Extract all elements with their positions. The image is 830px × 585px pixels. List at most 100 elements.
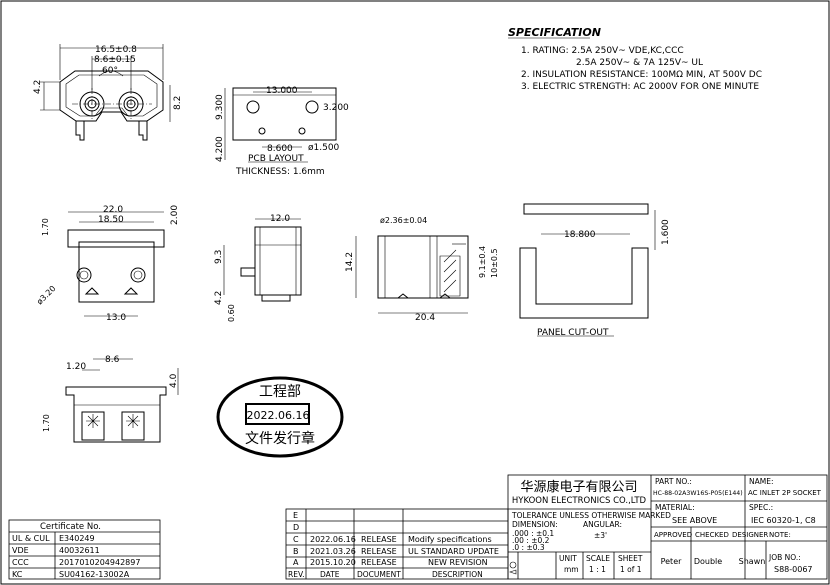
section-hatch — [443, 249, 457, 293]
sheet-value: 1 of 1 — [620, 565, 642, 574]
cert-row-4-no: SU04162-13002A — [59, 570, 130, 579]
certificate-table: Certificate No. UL & CUL E340249 VDE 400… — [8, 519, 161, 580]
material-label: MATERIAL: — [655, 503, 695, 512]
pcb-dim-8600: 8.600 — [267, 144, 293, 154]
release-stamp: 工程部 2022.06.16 文件发行章 — [216, 376, 344, 458]
dim-arc-60 — [98, 70, 124, 77]
pcb-dim-9300: 9.300 — [215, 94, 225, 120]
cert-row-3-no: 2017010204942897 — [59, 558, 140, 567]
front-pin-right — [138, 121, 148, 141]
bottom-hole-right-inner — [133, 270, 143, 280]
small-dim-8.6-text: 8.6 — [105, 355, 120, 365]
spec-item-3: 3. ELECTRIC STRENGTH: AC 2000V FOR ONE M… — [521, 82, 759, 92]
side-tab — [240, 267, 256, 277]
spec-item-2: 2. INSULATION RESISTANCE: 100MΩ MIN, AT … — [521, 70, 762, 80]
section-dim-2.36: ø2.36±0.04 — [380, 216, 427, 225]
small-terminal-right — [121, 411, 145, 441]
small-terminal-left-detail — [86, 414, 100, 428]
panel-dim-1600: 1.600 — [661, 219, 671, 245]
section-view: ø2.36±0.04 14.2 9.1±0.4 10±0.5 20.4 — [345, 216, 499, 323]
small-dim-1.20: 1.20 — [66, 362, 86, 372]
pcb-thickness: THICKNESS: 1.6mm — [235, 167, 325, 177]
rev-table-frame — [285, 508, 509, 580]
dim-16.5: 16.5±0.8 — [95, 45, 137, 55]
section-dim-9.1: 9.1±0.4 — [478, 246, 487, 278]
section-pin-left — [396, 293, 410, 299]
bottom-flange — [67, 229, 165, 248]
note-label: NOTE: — [769, 531, 791, 539]
section-dim-10: 10±0.5 — [490, 248, 499, 278]
pcb-dim-1500: ø1.500 — [308, 143, 340, 153]
spec-item-1: 1. RATING: 2.5A 250V~ VDE,KC,CCC — [521, 46, 684, 56]
rev-e: E — [293, 511, 298, 520]
front-pin-left — [75, 121, 85, 141]
side-dim-12.0: 12.0 — [270, 214, 290, 224]
cert-row-1-no: E340249 — [59, 534, 95, 543]
material-value: SEE ABOVE — [672, 516, 717, 525]
rev-header-desc: DESCRIPTION — [432, 570, 483, 579]
approved-label: APPROVED — [654, 531, 692, 539]
unit-value: mm — [564, 565, 579, 574]
front-body-inner — [65, 74, 158, 117]
small-view: 8.6 1.20 4.0 1.70 — [42, 355, 179, 443]
job-no-value: S88-0067 — [774, 565, 813, 574]
company-name-cn: 华源康电子有限公司 — [520, 479, 637, 495]
cert-row-2-type: VDE — [12, 546, 29, 555]
side-dim-9.3-text: 9.3 — [214, 250, 224, 264]
pcb-layout: 9.300 13.000 3.200 4.200 8.600 ø1.500 PC… — [215, 86, 349, 177]
front-body-outline — [59, 70, 164, 122]
front-view: 16.5±0.8 8.6±0.15 60° 4.2 8.2 — [33, 44, 183, 141]
panel-dim-18800: 18.800 — [564, 230, 596, 240]
side-dim-0.60: 0.60 — [227, 304, 236, 322]
stamp-date-box — [245, 403, 310, 425]
job-no-label: JOB NO.: — [768, 553, 801, 562]
stamp-bottom-text: 文件发行章 — [245, 430, 315, 447]
pcb-dim-3200: 3.200 — [323, 103, 349, 113]
rev-header-date: DATE — [320, 570, 340, 579]
rev-b-desc: UL STANDARD UPDATE — [408, 547, 499, 556]
small-terminal-right-detail — [126, 414, 140, 428]
spec-item-1b: 2.5A 250V~ & 7A 125V~ UL — [576, 58, 703, 68]
approved-by: Peter — [661, 557, 683, 566]
bottom-dim-22.0: 22.0 — [103, 205, 123, 215]
specification-block: SPECIFICATION 1. RATING: 2.5A 250V~ VDE,… — [508, 26, 762, 92]
small-terminal-left — [81, 411, 105, 441]
part-no-value: HC-88-02A3W16S-P05(E144) — [653, 490, 743, 497]
checked-by: Double — [694, 557, 722, 566]
dimension-label: DIMENSION: — [512, 520, 558, 529]
stamp-oval — [216, 376, 344, 458]
bottom-pin-left — [84, 287, 100, 295]
rev-a-desc: NEW REVISION — [428, 558, 488, 567]
small-dim-4.0-text: 4.0 — [169, 373, 179, 388]
cert-row-1-type: UL & CUL — [12, 534, 50, 543]
panel-frame — [519, 247, 649, 319]
designer-label: DESIGNER — [732, 531, 768, 539]
rev-b: B — [293, 547, 299, 556]
angular-value: ±3' — [594, 531, 607, 540]
bottom-dim-13.0: 13.0 — [106, 313, 126, 323]
part-no-label: PART NO.: — [655, 477, 692, 486]
section-dim-14.2-text: 14.2 — [345, 252, 355, 272]
company-name-en: HYKOON ELECTRONICS CO.,LTD — [512, 496, 647, 506]
bottom-view: 22.0 18.50 2.00 1.70 ø3.20 13.0 — [35, 205, 180, 323]
bottom-pin-right — [123, 287, 139, 295]
tolerance-note: TOLERANCE UNLESS OTHERWISE MARKED — [511, 511, 671, 520]
section-body — [377, 235, 469, 299]
rev-header-rev: REV. — [288, 570, 305, 579]
dim-8.6: 8.6±0.15 — [94, 55, 136, 65]
rev-a-date: 2015.10.20 — [310, 558, 356, 567]
side-dim-4.2: 4.2 — [214, 291, 224, 305]
name-label: NAME: — [749, 477, 773, 486]
dim-4.2: 4.2 — [33, 80, 43, 94]
bottom-dim-3.20: ø3.20 — [35, 284, 57, 306]
spec-label: SPEC.: — [749, 503, 773, 512]
bottom-dim-18.50: 18.50 — [98, 215, 124, 225]
cert-table-frame — [8, 519, 161, 580]
tol-row-3: .0 : ±0.3 — [512, 543, 545, 552]
rev-header-doc: DOCUMENT — [357, 570, 401, 579]
section-contact — [439, 255, 461, 297]
pcb-hole-right — [305, 100, 319, 114]
stamp-top-text: 工程部 — [259, 384, 301, 400]
